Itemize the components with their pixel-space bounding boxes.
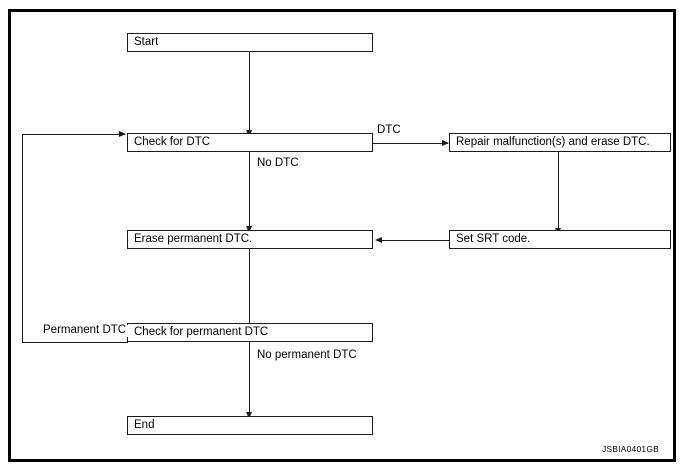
edge-label-dtc: DTC [375,124,403,137]
node-check-for-dtc[interactable]: Check for DTC [127,133,373,152]
arrowhead-check-dtc-to-erase-permanent [246,226,252,233]
edge-label-permanent-dtc: Permanent DTC [41,324,129,337]
connector-check-permanent-to-end [249,342,250,416]
connector-check-dtc-to-repair [372,143,448,144]
diagram-frame: Start Check for DTC Repair malfunction(s… [8,9,676,462]
arrowhead-feedback-to-check-dtc [119,131,126,137]
connector-feedback-top-segment [22,134,125,135]
connector-check-dtc-to-erase-permanent [249,143,250,230]
node-start[interactable]: Start [127,33,373,52]
connector-erase-permanent-to-check-permanent [249,249,250,328]
node-erase-permanent-dtc[interactable]: Erase permanent DTC. [127,230,373,249]
node-repair-malfunction[interactable]: Repair malfunction(s) and erase DTC. [449,133,671,152]
edge-label-no-permanent-dtc: No permanent DTC [255,349,359,362]
node-check-for-permanent-dtc[interactable]: Check for permanent DTC [127,323,373,342]
connector-repair-to-set-srt [558,143,559,235]
connector-start-to-check-dtc [249,51,250,133]
arrowhead-set-srt-to-erase-permanent [375,237,382,243]
connector-set-srt-to-erase-permanent [379,240,449,241]
node-end[interactable]: End [127,416,373,435]
connector-feedback-bottom-segment [22,342,128,343]
arrowhead-check-dtc-to-repair [442,140,449,146]
edge-label-no-dtc: No DTC [255,157,301,170]
node-set-srt-code[interactable]: Set SRT code. [449,230,671,249]
figure-id-watermark: JSBIA0401GB [601,444,659,454]
arrowhead-check-permanent-to-end [246,412,252,419]
connector-feedback-vertical-segment [22,134,23,343]
